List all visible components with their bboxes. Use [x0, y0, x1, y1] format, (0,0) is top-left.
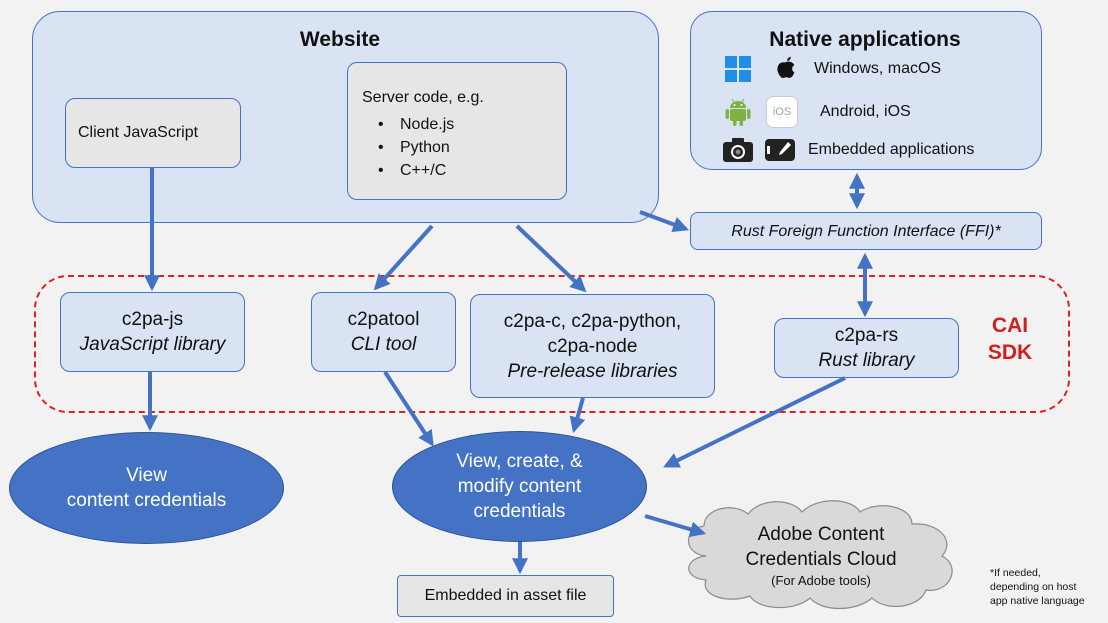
client-javascript-box: Client JavaScript [65, 98, 241, 168]
adobe-cloud-text: Adobe Content Credentials Cloud (For Ado… [706, 522, 936, 590]
view-credentials-line1: View [126, 465, 167, 486]
prerelease-libraries-name: c2pa-c, c2pa-python, [503, 310, 682, 332]
server-code-list: Node.js Python C++/C [362, 113, 566, 182]
adobe-cloud-line2: Credentials Cloud [745, 549, 897, 570]
ffi-footnote-line1: *If needed, [990, 567, 1041, 579]
client-javascript-label: Client JavaScript [78, 124, 199, 141]
camera-icon [722, 136, 754, 164]
server-item-cpp: C++/C [378, 159, 566, 182]
modify-credentials-ellipse: View, create, & modify content credentia… [392, 431, 647, 542]
c2patool-box: c2patool CLI tool [311, 292, 456, 372]
apple-icon [772, 55, 800, 83]
server-code-box: Server code, e.g. Node.js Python C++/C [347, 62, 567, 200]
embedded-asset-label: Embedded in asset file [424, 587, 587, 604]
native-row-mobile-label: Android, iOS [820, 103, 911, 120]
c2pa-rs-box: c2pa-rs Rust library [774, 318, 959, 378]
windows-icon [724, 55, 752, 83]
adobe-cloud-line1: Adobe Content [757, 524, 885, 545]
adobe-cloud-line3: (For Adobe tools) [771, 573, 871, 588]
modify-credentials-line1: View, create, & [456, 451, 583, 472]
rust-ffi-label: Rust Foreign Function Interface (FFI)* [731, 222, 1001, 240]
prerelease-libraries-name2: c2pa-node [547, 335, 638, 357]
c2pa-js-desc: JavaScript library [79, 334, 226, 355]
native-row-embedded: Embedded applications [722, 136, 974, 164]
view-credentials-line2: content credentials [66, 490, 227, 511]
ffi-footnote: *If needed, depending on host app native… [990, 566, 1105, 608]
device-icon [764, 136, 796, 164]
native-row-desktop: Windows, macOS [724, 55, 941, 83]
adobe-cloud-shape [687, 500, 953, 609]
android-icon [724, 98, 752, 126]
c2pa-rs-desc: Rust library [818, 350, 915, 371]
modify-credentials-line2: modify content [457, 476, 582, 497]
prerelease-libraries-desc: Pre-release libraries [507, 360, 678, 382]
ios-icon: iOS [766, 96, 798, 128]
native-row-desktop-label: Windows, macOS [814, 60, 942, 77]
c2patool-desc: CLI tool [350, 334, 417, 355]
server-item-nodejs: Node.js [378, 113, 566, 136]
server-code-heading: Server code, e.g. [362, 89, 484, 106]
native-row-embedded-label: Embedded applications [808, 141, 975, 158]
native-applications-title: Native applications [769, 28, 961, 51]
cai-sdk-label-line1: CAI [991, 314, 1029, 337]
ffi-footnote-line2: depending on host [990, 581, 1077, 593]
c2pa-js-box: c2pa-js JavaScript library [60, 292, 245, 372]
c2pa-js-name: c2pa-js [121, 309, 184, 330]
c2pa-rs-name: c2pa-rs [834, 325, 899, 346]
ffi-footnote-line3: app native language [990, 595, 1085, 607]
native-row-mobile: iOS Android, iOS [724, 96, 911, 128]
website-title: Website [299, 28, 381, 51]
cai-sdk-label-line2: SDK [987, 341, 1033, 364]
ios-icon-text: iOS [772, 106, 792, 118]
prerelease-libraries-box: c2pa-c, c2pa-python, c2pa-node Pre-relea… [470, 294, 715, 398]
embedded-asset-box: Embedded in asset file [397, 575, 614, 617]
view-credentials-ellipse: View content credentials [9, 432, 284, 544]
modify-credentials-line3: credentials [473, 501, 566, 522]
rust-ffi-box: Rust Foreign Function Interface (FFI)* [690, 212, 1042, 250]
cai-sdk-label: CAI SDK [980, 312, 1040, 366]
server-item-python: Python [378, 136, 566, 159]
c2patool-name: c2patool [347, 309, 420, 330]
